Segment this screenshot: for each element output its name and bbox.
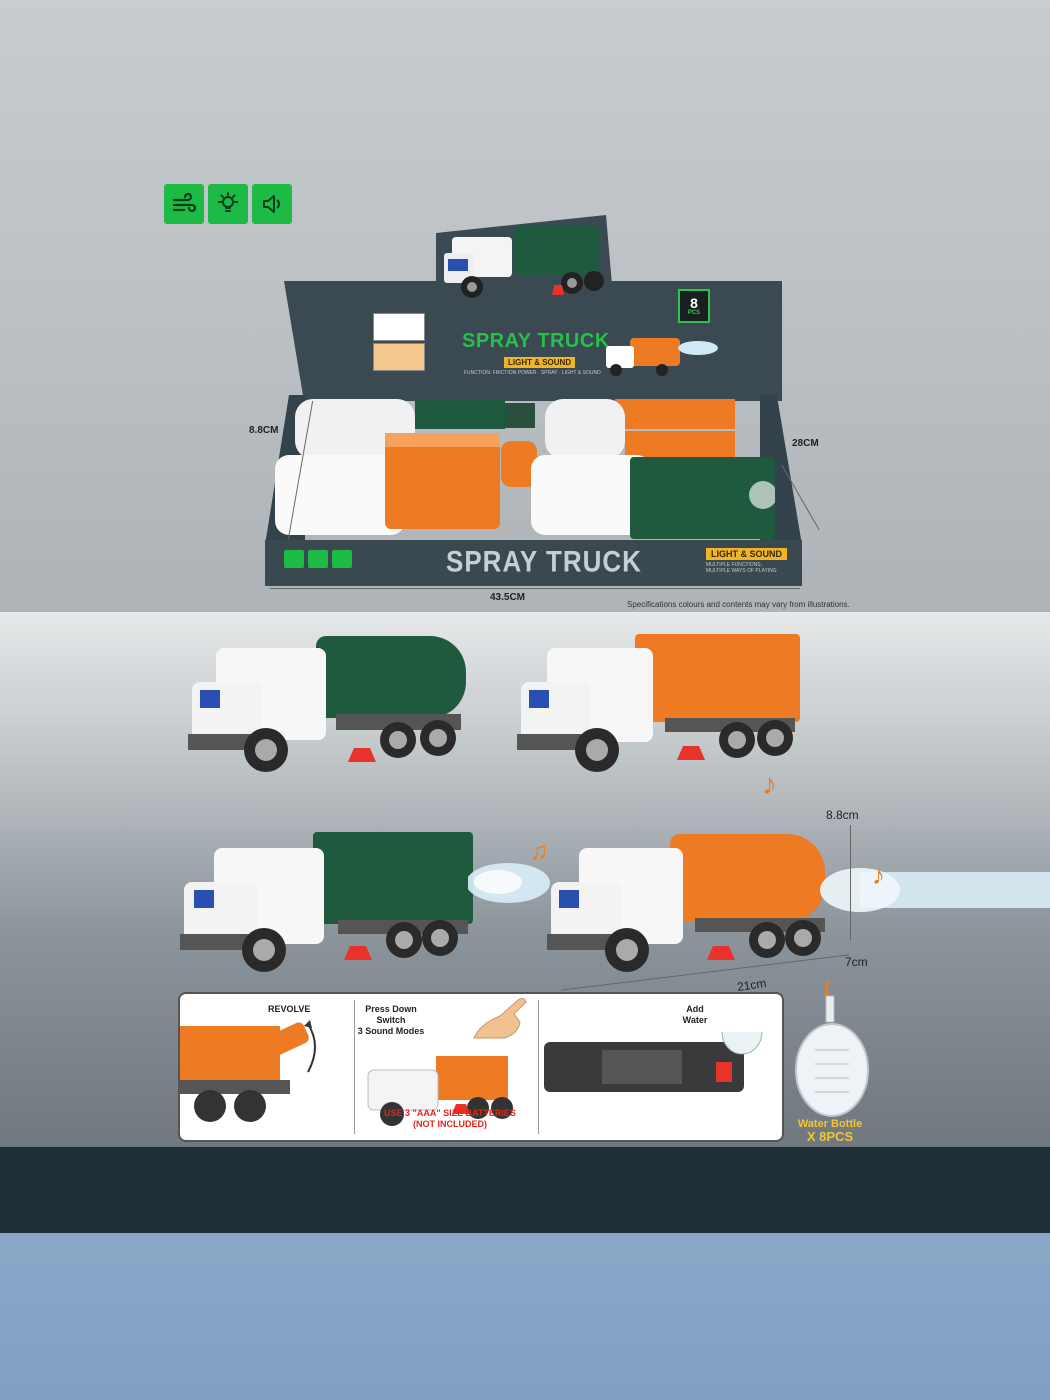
music-note-icon: ♪ xyxy=(762,768,777,801)
divider xyxy=(538,1000,539,1134)
spray-mist-right xyxy=(820,868,1050,912)
disclaimer: Specifications colours and contents may … xyxy=(627,600,850,609)
box-back-title: SPRAY TRUCK xyxy=(462,330,610,352)
box-front-badge-subtitle: MULTIPLE FUNCTIONS, MULTIPLE WAYS OF PLA… xyxy=(706,562,777,574)
water-bottle-qty: X 8PCS xyxy=(806,1129,854,1145)
thumbnail-water xyxy=(373,343,425,371)
truck-orange-tanker xyxy=(547,834,825,972)
background-band xyxy=(0,1147,1050,1233)
truck-green-recycler xyxy=(180,832,473,972)
count-badge: 8 PCS xyxy=(678,289,710,323)
revolve-illustration xyxy=(180,1020,316,1122)
water-bottle-label: Water Bottle X 8PCS xyxy=(790,1118,870,1144)
box-trucks-group xyxy=(275,399,775,539)
wind-icon xyxy=(164,184,204,224)
revolve-label: REVOLVE xyxy=(268,1004,311,1014)
underside-illustration xyxy=(544,1032,763,1092)
box-width-label: 43.5CM xyxy=(490,592,526,603)
instruction-panel: REVOLVE Press Down Switch 3 Sound Modes … xyxy=(178,992,784,1142)
speaker-icon xyxy=(252,184,292,224)
box-front-panel xyxy=(265,540,802,586)
water-bottle-name: Water Bottle xyxy=(797,1118,863,1130)
thumbnail-revolve xyxy=(373,313,425,341)
press-illustration xyxy=(367,1056,513,1126)
divider xyxy=(354,1000,355,1134)
box-mini-truck xyxy=(606,338,718,376)
count-unit: PCS xyxy=(687,310,701,316)
music-note-icon-2: ♫ xyxy=(530,838,548,865)
truck-green-tanker xyxy=(188,636,466,772)
box-front-title: SPRAY TRUCK xyxy=(446,543,642,579)
batteries-note: USE 3 "AAA" SIZE BATTERIES (NOT INCLUDED… xyxy=(384,1108,516,1129)
box-back-function: FUNCTION: FRICTION POWER · SPRAY · LIGHT… xyxy=(464,370,601,376)
mini-wind-icon xyxy=(284,550,304,568)
truck-width-label: 7cm xyxy=(845,955,868,969)
add-water-label: Add Water xyxy=(682,1004,708,1025)
truck-height-label: 8.8cm xyxy=(826,808,859,822)
light-bulb-icon xyxy=(208,184,248,224)
count-value: 8 xyxy=(690,295,698,311)
box-depth-label: 28CM xyxy=(792,438,819,449)
truck-orange-recycler xyxy=(517,634,800,772)
press-switch-label: Press Down Switch 3 Sound Modes xyxy=(357,1004,425,1036)
background-bottom xyxy=(0,1233,1050,1400)
water-bottle-image xyxy=(795,981,869,1117)
music-note-icon-3: ♪ xyxy=(872,860,885,890)
box-back-subtitle: LIGHT & SOUND xyxy=(504,357,576,368)
box-front-badge: LIGHT & SOUND xyxy=(706,548,787,560)
box-header-truck xyxy=(436,215,612,307)
truck-height-line xyxy=(850,825,851,940)
mini-speaker-icon xyxy=(332,550,352,568)
hand-pointer-icon xyxy=(473,997,527,1039)
spray-mist-left xyxy=(468,863,550,903)
mini-light-bulb-icon xyxy=(308,550,328,568)
box-height-label: 8.8CM xyxy=(249,425,279,436)
box-width-line xyxy=(270,588,800,589)
